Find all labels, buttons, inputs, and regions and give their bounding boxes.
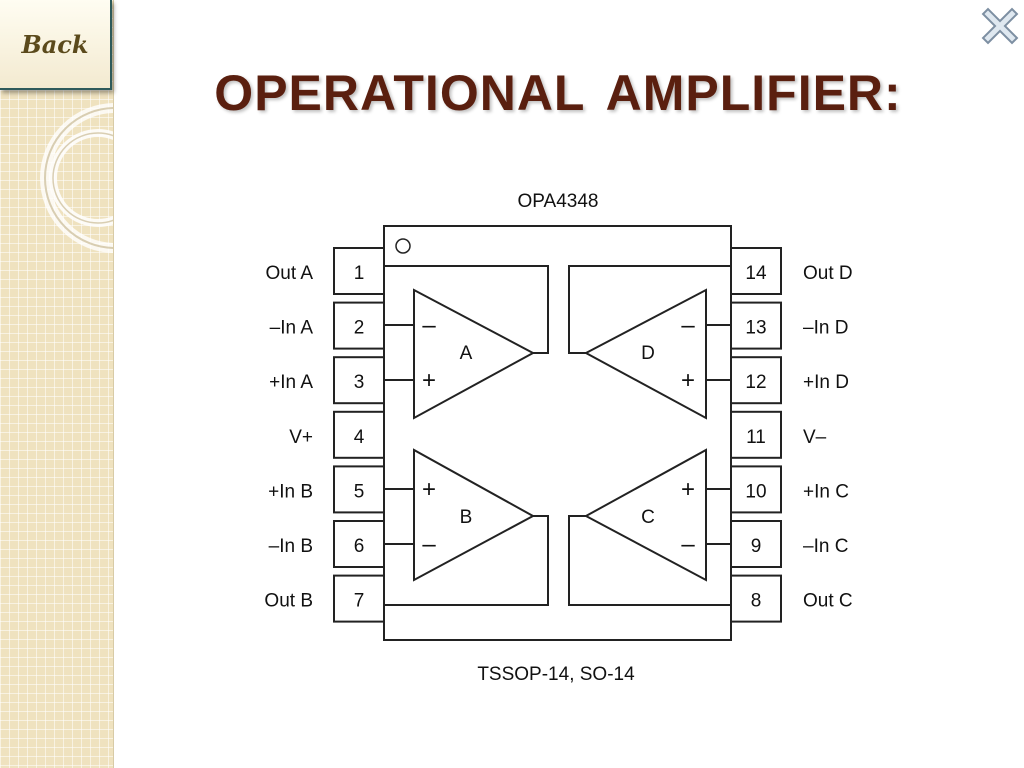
- amp-c-plus-sign: +: [681, 476, 695, 503]
- right-pin-10: 10 +In C: [730, 465, 849, 514]
- pin-number: 7: [354, 591, 365, 612]
- pin-number: 13: [745, 318, 766, 339]
- pin-number: 3: [354, 372, 365, 393]
- decorative-rings: [40, 103, 113, 253]
- right-pin-14: 14 Out D: [730, 247, 853, 295]
- left-pin-3: 3 +In A: [269, 356, 385, 405]
- amp-a-minus-sign: –: [422, 312, 436, 339]
- pin-label: Out D: [803, 263, 853, 284]
- pin-number: 14: [745, 263, 767, 284]
- pin-number: 8: [751, 591, 762, 612]
- pin-box: [333, 410, 385, 459]
- pin-label: +In B: [268, 481, 313, 502]
- pin-box: [333, 247, 385, 295]
- left-pin-5: 5 +In B: [268, 465, 385, 514]
- amplifier-a-triangle: [413, 288, 536, 420]
- pin-label: +In C: [803, 481, 849, 502]
- pin-label: +In A: [269, 372, 313, 393]
- pin-label: Out A: [265, 263, 313, 284]
- pin-label: –In B: [269, 536, 313, 557]
- right-pin-8: 8 Out C: [730, 574, 853, 623]
- pin-box: [730, 410, 782, 459]
- left-pin-7: 7 Out B: [264, 574, 385, 623]
- amplifier-d-label: D: [641, 343, 655, 364]
- amplifier-b-label: B: [460, 507, 473, 528]
- part-number-label: OPA4348: [518, 191, 599, 212]
- package-label: TSSOP-14, SO-14: [477, 664, 635, 685]
- amp-c-minus-sign: –: [681, 531, 695, 558]
- pin-label: –In C: [803, 536, 848, 557]
- pin-label: V+: [289, 427, 313, 448]
- pin-box: [333, 520, 385, 568]
- page-title: OPERATIONAL AMPLIFIER:: [214, 65, 902, 121]
- back-button-label: Back: [21, 29, 89, 59]
- pin-label: Out B: [264, 591, 313, 612]
- pin-box: [730, 465, 782, 514]
- pin-box: [730, 247, 782, 295]
- pin-label: Out C: [803, 591, 853, 612]
- pin-number: 9: [751, 536, 762, 557]
- pin-number: 10: [745, 481, 766, 502]
- pin-number: 6: [354, 536, 365, 557]
- sidebar-panel: [0, 0, 114, 768]
- amplifier-d-triangle: [583, 288, 707, 420]
- pin-number: 2: [354, 318, 365, 339]
- left-pin-4: 4 V+: [289, 410, 385, 459]
- left-pin-6: 6 –In B: [269, 520, 385, 568]
- right-pin-11: 11 V–: [730, 410, 827, 459]
- pin-label: +In D: [803, 372, 849, 393]
- amp-b-minus-sign: –: [422, 531, 436, 558]
- amplifier-b-triangle: [413, 448, 536, 582]
- close-icon[interactable]: [980, 6, 1020, 46]
- pin-number: 1: [354, 263, 365, 284]
- chip-body: [383, 225, 732, 641]
- pin-number: 5: [354, 481, 365, 502]
- right-pin-12: 12 +In D: [730, 356, 849, 405]
- pin-box: [333, 356, 385, 405]
- right-pin-9: 9 –In C: [730, 520, 848, 568]
- pin-number: 11: [746, 427, 766, 448]
- pin-label: –In D: [803, 318, 848, 339]
- pin-label: –In A: [270, 318, 314, 339]
- amplifier-c-label: C: [641, 507, 655, 528]
- pin-label: V–: [803, 427, 827, 448]
- pin-number: 12: [745, 372, 766, 393]
- amp-d-minus-sign: –: [681, 312, 695, 339]
- amplifier-c-triangle: [583, 448, 707, 582]
- amp-a-plus-sign: +: [422, 367, 436, 394]
- pin-box: [333, 574, 385, 623]
- pin-box: [730, 574, 782, 623]
- pin1-marker-icon: [395, 238, 411, 254]
- internal-wiring: [384, 265, 731, 606]
- right-pin-13: 13 –In D: [730, 301, 848, 350]
- back-button[interactable]: Back: [0, 0, 112, 90]
- pin-number: 4: [354, 427, 365, 448]
- amplifier-a-label: A: [460, 343, 473, 364]
- amp-b-plus-sign: +: [422, 476, 436, 503]
- left-pin-1: 1 Out A: [265, 247, 385, 295]
- pin-box: [333, 301, 385, 350]
- amp-d-plus-sign: +: [681, 367, 695, 394]
- left-pin-2: 2 –In A: [270, 301, 385, 350]
